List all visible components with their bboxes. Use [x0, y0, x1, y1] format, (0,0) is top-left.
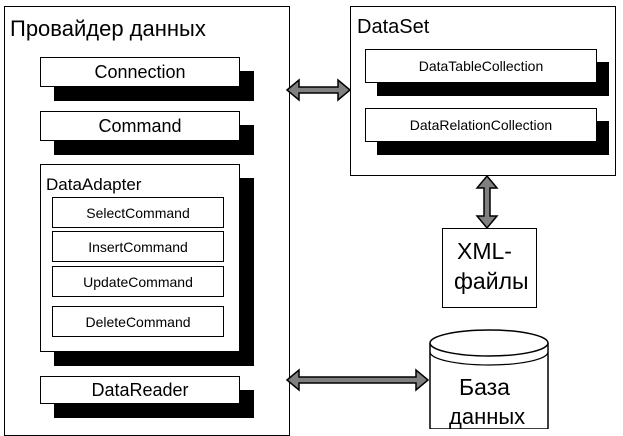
insert-command-label: InsertCommand [88, 238, 188, 255]
dataset-title: DataSet [357, 16, 430, 38]
datatable-collection-label: DataTableCollection [418, 58, 544, 74]
database-line1: База [459, 374, 510, 400]
data-reader-label: DataReader [91, 379, 189, 400]
xml-files-box [442, 228, 537, 308]
update-command-box: UpdateCommand [52, 266, 224, 297]
xml-files-line2: файлы [454, 268, 529, 294]
database-cylinder [429, 329, 549, 429]
data-provider-title: Провайдер данных [10, 16, 206, 41]
connection-box: Connection [40, 57, 240, 87]
datarelation-collection-box: DataRelationCollection [365, 108, 597, 142]
delete-command-box: DeleteCommand [52, 306, 224, 337]
command-box: Command [40, 111, 240, 141]
select-command-label: SelectCommand [86, 204, 190, 221]
dataset-xml-arrow [475, 174, 499, 230]
provider-dataset-arrow [285, 78, 352, 102]
database-line2: данных [449, 404, 526, 429]
command-label: Command [98, 115, 182, 136]
delete-command-label: DeleteCommand [85, 313, 191, 330]
datarelation-collection-label: DataRelationCollection [409, 117, 553, 133]
reader-database-arrow [285, 368, 430, 392]
data-adapter-title: DataAdapter [46, 175, 142, 194]
update-command-label: UpdateCommand [83, 273, 193, 290]
connection-label: Connection [94, 61, 186, 82]
data-reader-box: DataReader [40, 376, 240, 404]
insert-command-box: InsertCommand [52, 231, 224, 262]
datatable-collection-box: DataTableCollection [365, 49, 597, 83]
select-command-box: SelectCommand [52, 197, 224, 228]
xml-files-line1: XML- [457, 238, 512, 264]
